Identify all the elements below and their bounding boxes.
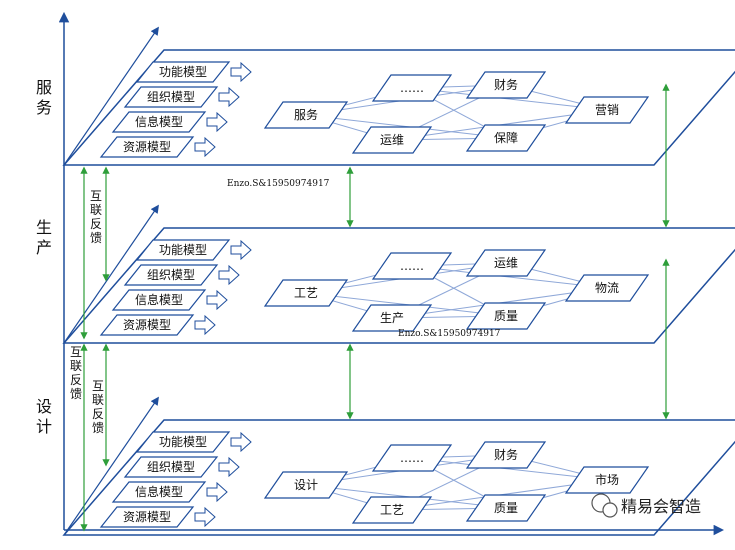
model-box-0-1	[123, 86, 219, 108]
node-label-0-1: ……	[400, 81, 424, 95]
model-label-0-3: 资源模型	[123, 140, 171, 154]
node-edge-2-10	[411, 457, 608, 481]
node-box-0-5	[564, 96, 650, 124]
model-box-1-3	[99, 314, 195, 336]
plane-outline-2	[62, 419, 735, 536]
model-box-2-3	[99, 506, 195, 528]
node-box-1-0	[263, 279, 349, 307]
model-arrow-icon-0-3	[194, 136, 216, 158]
model-box-2-2	[111, 481, 207, 503]
model-arrow-icon-0-2	[206, 111, 228, 133]
node-label-2-4: 质量	[494, 501, 518, 515]
model-arrow-icon-2-3	[194, 506, 216, 528]
node-label-2-3: 工艺	[380, 503, 404, 517]
feedback-label-bottom: 互联反馈	[92, 379, 104, 435]
model-arrow-icon-1-0	[230, 239, 252, 261]
node-box-1-3	[351, 304, 433, 332]
side-label-service: 服	[36, 78, 52, 97]
node-label-0-0: 服务	[294, 107, 318, 122]
node-box-2-2	[465, 441, 547, 469]
model-box-1-2	[111, 289, 207, 311]
plane-axis-0	[63, 26, 159, 166]
model-label-2-0: 功能模型	[159, 435, 207, 449]
node-label-1-4: 质量	[494, 309, 518, 323]
model-label-0-1: 组织模型	[147, 90, 195, 104]
plane-axis-2	[63, 396, 159, 536]
side-label-design: 设计	[36, 397, 52, 436]
node-box-1-2	[465, 249, 547, 277]
plane-outline-0	[62, 49, 735, 166]
logo-text: 精易会智造	[621, 497, 701, 516]
model-box-1-0	[135, 239, 231, 261]
node-label-0-3: 运维	[380, 133, 404, 147]
plane-axis-1	[63, 204, 159, 344]
node-label-0-2: 财务	[494, 77, 518, 92]
feedback-label-left: 互联反馈	[70, 345, 82, 401]
node-label-2-5: 市场	[595, 472, 619, 487]
model-label-1-0: 功能模型	[159, 243, 207, 257]
node-box-2-0	[263, 471, 349, 499]
node-box-2-3	[351, 496, 433, 524]
model-arrow-icon-1-1	[218, 264, 240, 286]
node-edge-0-10	[411, 87, 608, 111]
model-arrow-icon-2-2	[206, 481, 228, 503]
watermark-1: Enzo.S&15950974917	[227, 179, 330, 189]
feedback-label-top: 互联反馈	[90, 189, 102, 245]
brand-logo: 精易会智造	[591, 493, 701, 518]
node-box-1-4	[465, 302, 547, 330]
plane-outline-1	[62, 227, 735, 344]
node-label-0-4: 保障	[494, 130, 518, 145]
node-label-2-1: ……	[400, 451, 424, 465]
model-arrow-icon-1-2	[206, 289, 228, 311]
model-box-0-0	[135, 61, 231, 83]
model-arrow-icon-1-3	[194, 314, 216, 336]
node-label-1-3: 生产	[380, 311, 404, 325]
model-box-2-1	[123, 456, 219, 478]
node-box-1-5	[564, 274, 650, 302]
model-label-1-1: 组织模型	[147, 268, 195, 282]
node-box-0-1	[371, 74, 453, 102]
node-box-2-1	[371, 444, 453, 472]
model-label-1-2: 信息模型	[135, 292, 183, 307]
node-label-1-0: 工艺	[294, 286, 318, 300]
side-label-service-2: 务	[36, 98, 52, 117]
node-box-2-4	[465, 494, 547, 522]
node-label-1-5: 物流	[595, 281, 619, 295]
node-label-1-2: 运维	[494, 256, 518, 270]
node-label-2-2: 财务	[494, 447, 518, 462]
model-arrow-icon-2-0	[230, 431, 252, 453]
node-box-0-2	[465, 71, 547, 99]
node-box-0-4	[465, 124, 547, 152]
node-box-2-5	[564, 466, 650, 494]
model-box-0-2	[111, 111, 207, 133]
model-box-1-1	[123, 264, 219, 286]
node-label-2-0: 设计	[294, 478, 318, 492]
model-label-2-2: 信息模型	[135, 484, 183, 499]
watermark-2: Enzo.S&15950974917	[398, 329, 501, 339]
model-box-2-0	[135, 431, 231, 453]
model-label-1-3: 资源模型	[123, 318, 171, 332]
node-label-1-1: ……	[400, 259, 424, 273]
node-edge-1-10	[411, 265, 608, 289]
model-label-0-2: 信息模型	[135, 114, 183, 129]
model-box-0-3	[99, 136, 195, 158]
model-label-0-0: 功能模型	[159, 65, 207, 79]
side-label-production: 生产	[36, 218, 52, 257]
node-box-1-1	[371, 252, 453, 280]
wechat-icon-bubble	[602, 502, 618, 518]
model-arrow-icon-0-1	[218, 86, 240, 108]
node-box-0-0	[263, 101, 349, 129]
model-label-2-1: 组织模型	[147, 460, 195, 474]
model-arrow-icon-2-1	[218, 456, 240, 478]
model-arrow-icon-0-0	[230, 61, 252, 83]
node-label-0-5: 营销	[595, 103, 619, 117]
model-label-2-3: 资源模型	[123, 510, 171, 524]
node-box-0-3	[351, 126, 433, 154]
